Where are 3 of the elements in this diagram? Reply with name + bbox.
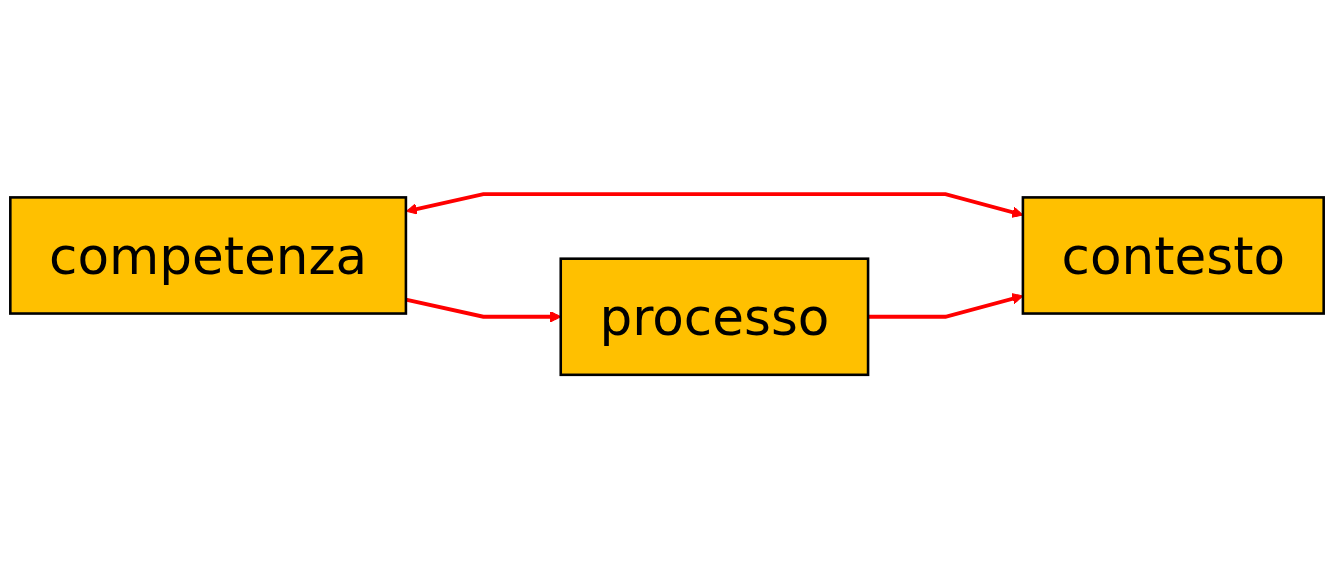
node-box: contesto bbox=[1021, 196, 1325, 315]
node-box: competenza bbox=[9, 196, 408, 315]
node-box: processo bbox=[559, 257, 870, 377]
